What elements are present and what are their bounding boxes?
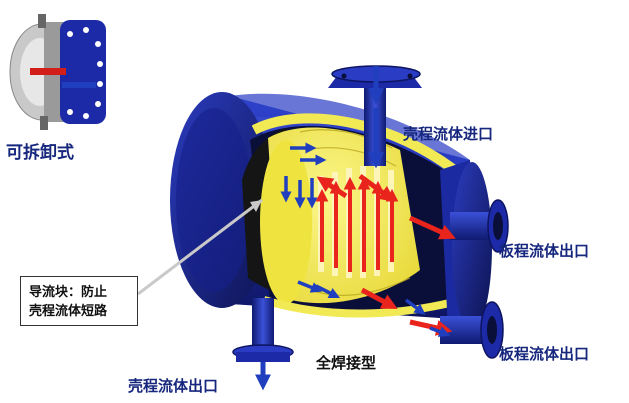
baffle-pointer-line [137,198,263,296]
fully-welded-type-label: 全焊接型 [316,354,377,372]
plate-fluid-outlet-label-lower: 板程流体出口 [499,345,590,363]
baffle-callout: 导流块：防止 壳程流体短路 [20,276,138,326]
plate-fluid-outlet-label-upper: 板程流体出口 [499,242,590,260]
shell-fluid-outlet-label: 壳程流体出口 [128,377,219,395]
baffle-callout-line1: 导流块：防止 [29,285,108,300]
fully-welded-exchanger [170,65,509,391]
removable-type-label: 可拆卸式 [6,143,74,163]
shell-fluid-inlet-label: 壳程流体进口 [403,125,494,143]
baffle-callout-line2: 壳程流体短路 [29,304,108,319]
removable-exchanger-thumbnail [9,14,106,130]
